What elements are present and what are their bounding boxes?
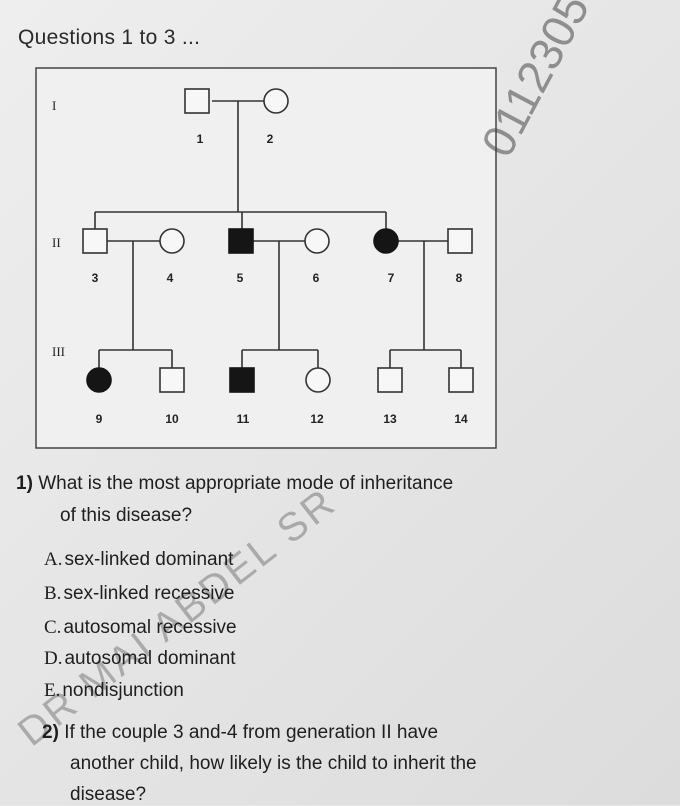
pedigree-chart: I II III 1 2 3 4 5 6 7 xyxy=(35,67,497,449)
individual-number: 8 xyxy=(456,271,463,285)
individual-7: 7 xyxy=(373,228,399,285)
affected-female-symbol xyxy=(86,367,112,393)
question-2-text-line3: disease? xyxy=(70,784,147,805)
option-e[interactable]: E.nondisjunction xyxy=(44,680,184,702)
option-d[interactable]: D.autosomal dominant xyxy=(44,648,236,670)
affected-female-symbol xyxy=(373,228,399,254)
question-1-text-line2: of this disease? xyxy=(60,505,193,526)
individual-1: 1 xyxy=(184,88,210,146)
affected-male-symbol xyxy=(228,228,254,254)
generation-label-iii: III xyxy=(52,344,65,359)
female-symbol xyxy=(159,228,185,254)
generation-label-ii: II xyxy=(52,235,61,250)
female-symbol xyxy=(304,228,330,254)
option-text: nondisjunction xyxy=(62,680,184,701)
pedigree-frame xyxy=(35,67,497,449)
male-symbol xyxy=(184,88,210,114)
individual-number: 12 xyxy=(310,412,324,426)
female-symbol xyxy=(263,88,289,114)
male-symbol xyxy=(447,228,473,254)
individual-2: 2 xyxy=(263,88,289,146)
pedigree-lines xyxy=(94,100,462,368)
individual-number: 9 xyxy=(96,412,103,426)
question-1: 1) What is the most appropriate mode of … xyxy=(16,473,453,495)
individual-13: 13 xyxy=(377,367,403,426)
individual-number: 4 xyxy=(167,271,174,285)
individual-number: 6 xyxy=(313,271,320,285)
female-symbol xyxy=(305,367,331,393)
question-2-text-line2: another child, how likely is the child t… xyxy=(70,753,477,774)
page-title: Questions 1 to 3 ... xyxy=(18,26,201,49)
individual-4: 4 xyxy=(159,228,185,285)
option-letter: E. xyxy=(44,680,61,701)
option-letter: C. xyxy=(44,617,62,638)
male-symbol xyxy=(82,228,108,254)
individual-11: 11 xyxy=(229,367,255,426)
question-1-number: 1) xyxy=(16,473,33,494)
question-2-number: 2) xyxy=(42,722,59,743)
option-text: autosomal recessive xyxy=(63,617,237,638)
option-text: sex-linked recessive xyxy=(63,583,235,604)
option-text: autosomal dominant xyxy=(64,648,236,669)
male-symbol xyxy=(448,367,474,393)
option-c[interactable]: C.autosomal recessive xyxy=(44,617,237,639)
option-b[interactable]: B.sex-linked recessive xyxy=(44,583,235,605)
individual-number: 3 xyxy=(92,271,99,285)
individual-12: 12 xyxy=(305,367,331,426)
individual-number: 11 xyxy=(237,412,250,426)
male-symbol xyxy=(159,367,185,393)
individual-8: 8 xyxy=(447,228,473,285)
affected-male-symbol xyxy=(229,367,255,393)
individual-10: 10 xyxy=(159,367,185,426)
individual-6: 6 xyxy=(304,228,330,285)
individual-number: 13 xyxy=(383,412,397,426)
question-2-text-line1: If the couple 3 and-4 from generation II… xyxy=(64,722,439,743)
male-symbol xyxy=(377,367,403,393)
individual-number: 1 xyxy=(197,132,204,146)
individual-number: 7 xyxy=(388,271,395,285)
individual-number: 2 xyxy=(267,132,274,146)
individual-9: 9 xyxy=(86,367,112,426)
option-letter: B. xyxy=(44,583,62,604)
individual-5: 5 xyxy=(228,228,254,285)
individual-3: 3 xyxy=(82,228,108,285)
individual-14: 14 xyxy=(448,367,474,426)
individual-number: 5 xyxy=(237,271,244,285)
option-text: sex-linked dominant xyxy=(64,549,234,570)
option-a[interactable]: A.sex-linked dominant xyxy=(44,549,233,571)
option-letter: A. xyxy=(44,549,63,570)
individual-number: 10 xyxy=(165,412,179,426)
generation-label-i: I xyxy=(52,98,56,113)
question-2: 2) If the couple 3 and-4 from generation… xyxy=(42,722,438,744)
individual-number: 14 xyxy=(454,412,468,426)
question-1-text-line1: What is the most appropriate mode of inh… xyxy=(38,473,454,494)
option-letter: D. xyxy=(44,648,63,669)
